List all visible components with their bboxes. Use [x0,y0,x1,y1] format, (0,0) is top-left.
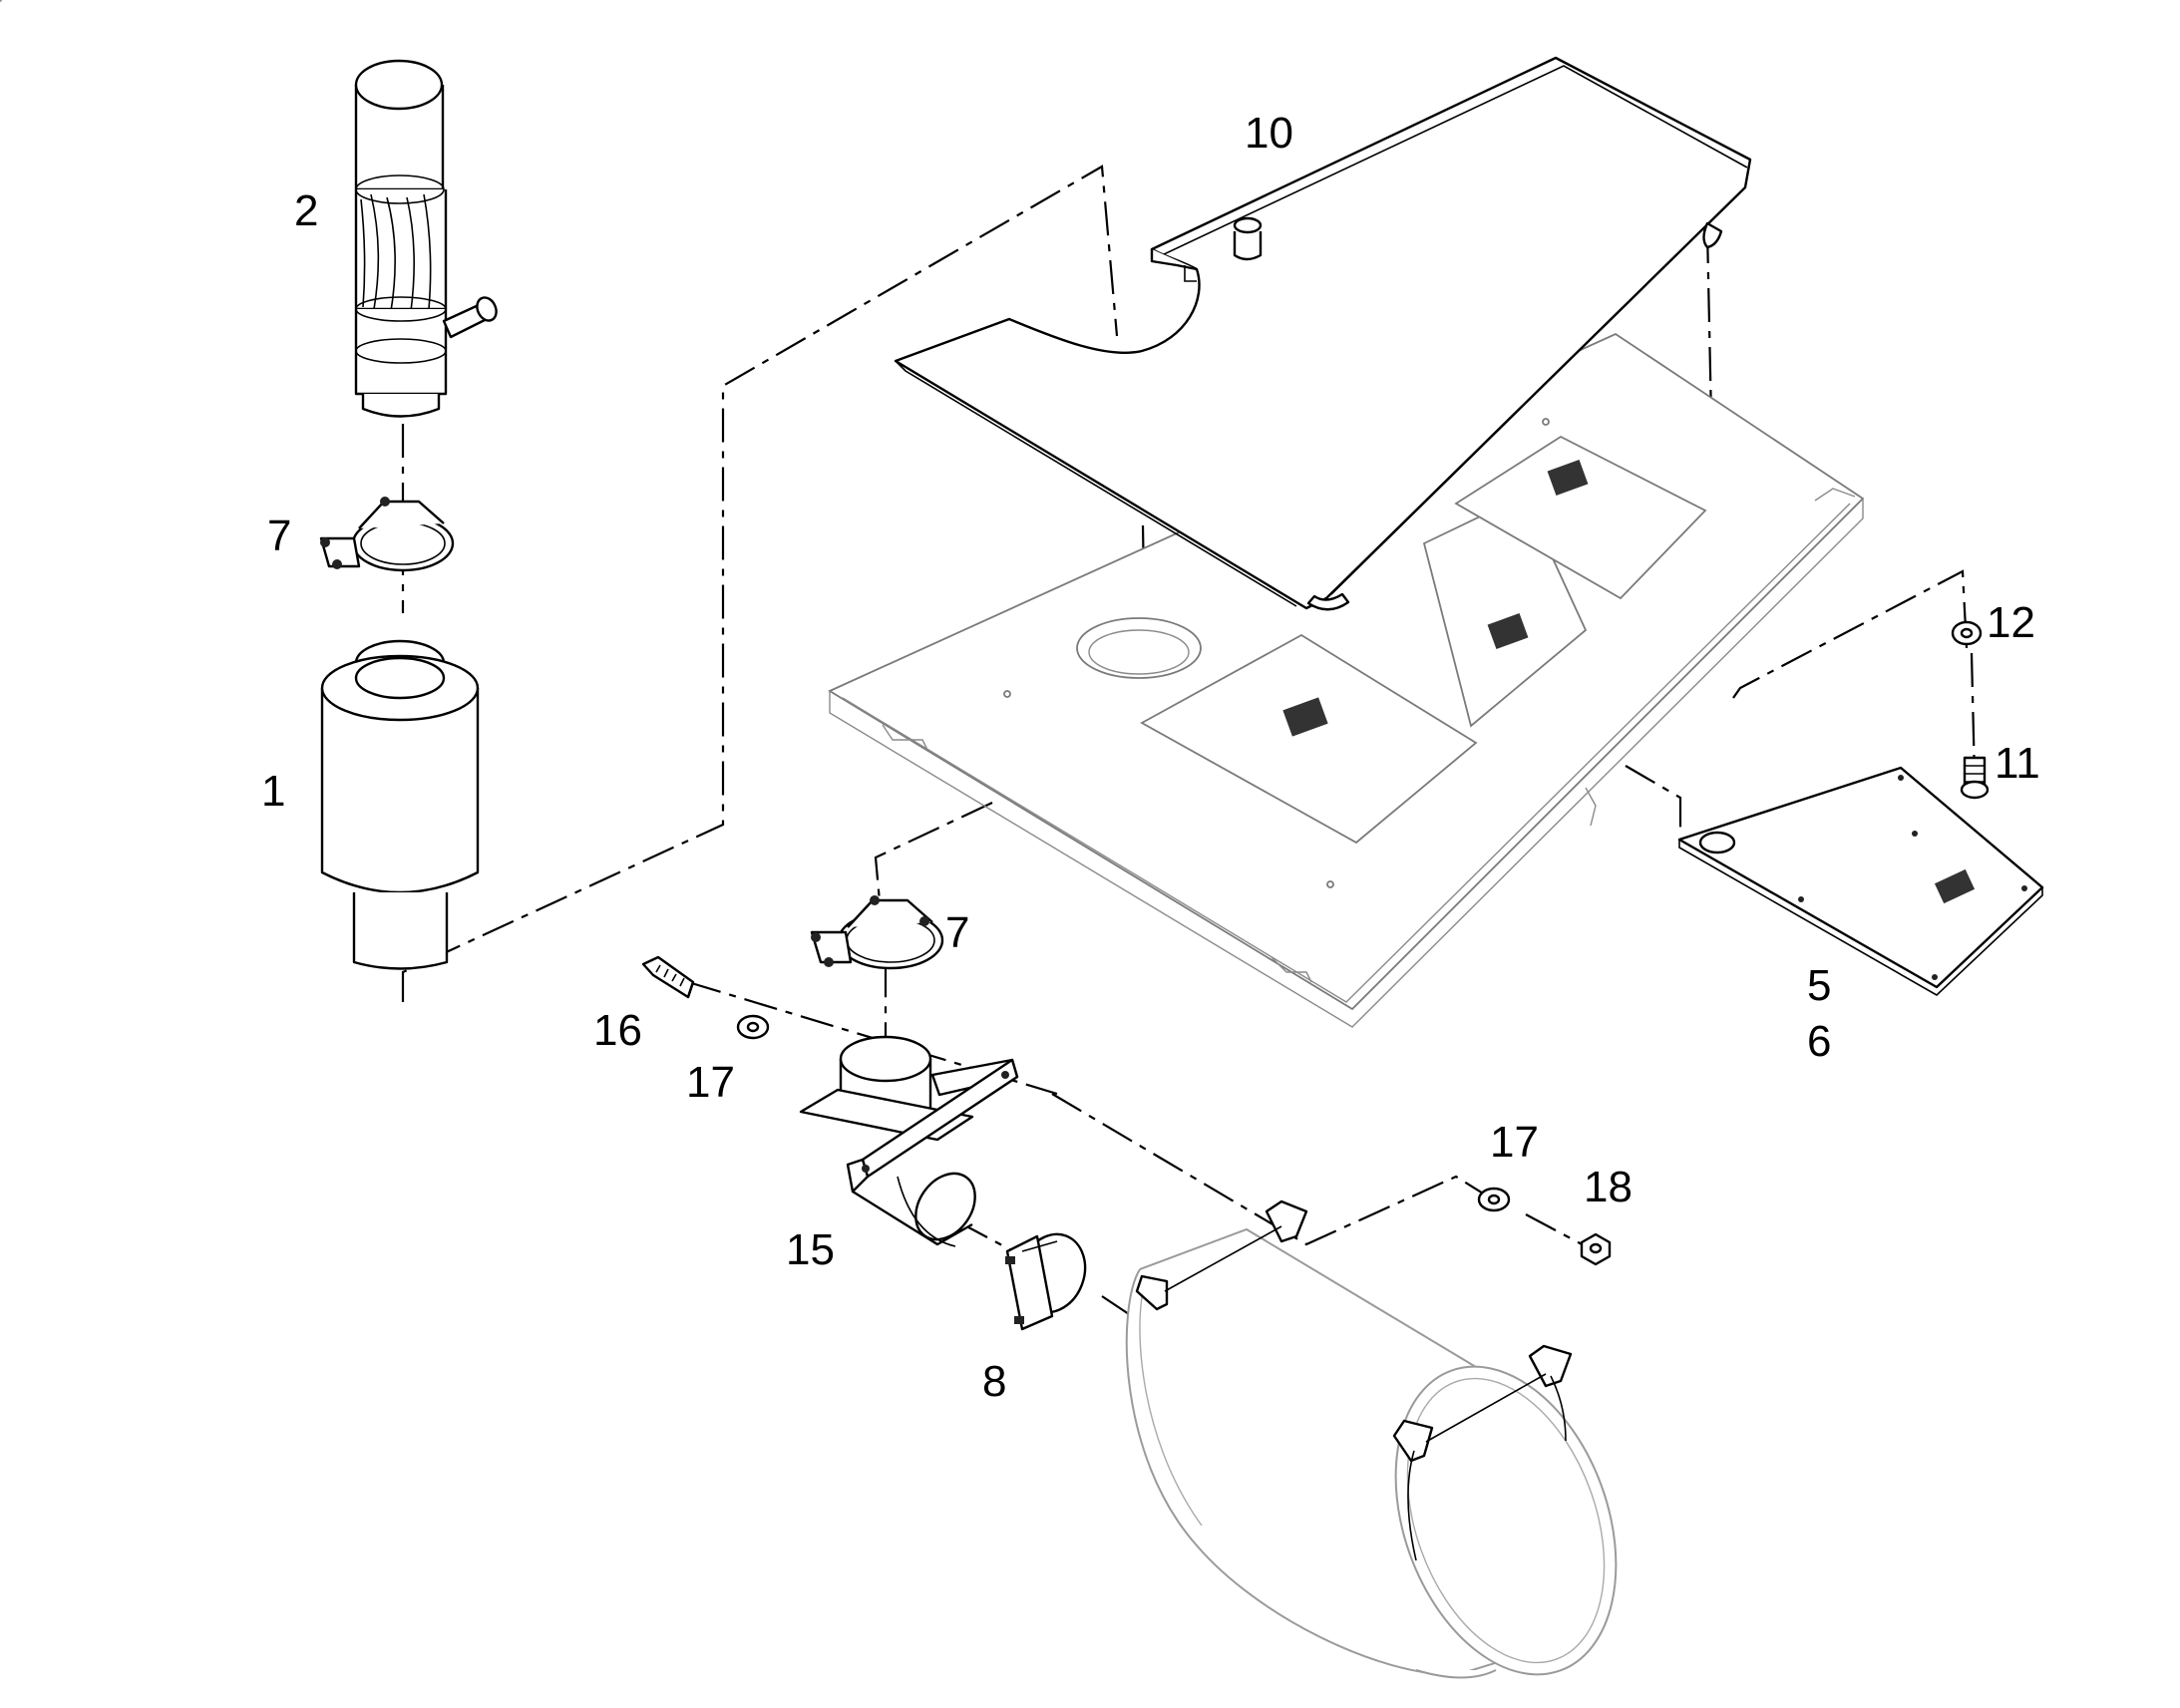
washer-part-12 [1951,620,1983,646]
callout-2: 2 [294,186,318,235]
bolt-part-16 [641,955,695,999]
exhaust-cylinder [1125,1199,1618,1679]
bracket-part-15 [799,1035,1019,1247]
heat-shield-part-10 [894,56,1752,611]
callout-16: 16 [593,1006,642,1055]
callout-18: 18 [1584,1163,1633,1211]
callout-7-upper: 7 [267,512,291,560]
callout-17-left: 17 [686,1058,735,1107]
callout-12: 12 [1987,598,2035,647]
callout-7-lower: 7 [945,908,969,957]
clamp-part-8 [1005,1232,1087,1331]
clamp-part-7-lower [810,895,944,970]
callout-11: 11 [1995,739,2040,788]
bolt-part-11 [1960,756,1990,800]
callout-10: 10 [1245,109,1293,158]
callout-1: 1 [261,767,285,816]
callout-6: 6 [1807,1017,1831,1066]
callout-8: 8 [982,1357,1006,1406]
callout-15: 15 [786,1225,835,1274]
cover-plate-part-5-6 [1677,766,2044,996]
nut-part-18 [1580,1232,1612,1266]
callout-17-right: 17 [1490,1118,1539,1167]
canister-part-1 [320,639,480,970]
clamp-part-7-upper [319,497,455,572]
callout-5: 5 [1807,961,1831,1010]
pipe-part-2 [354,59,498,418]
washer-part-17 [736,1014,1511,1212]
mounting-plate [0,0,1865,1028]
callouts: 1 2 7 10 12 11 7 5 6 16 17 17 18 15 8 [261,109,2040,1406]
